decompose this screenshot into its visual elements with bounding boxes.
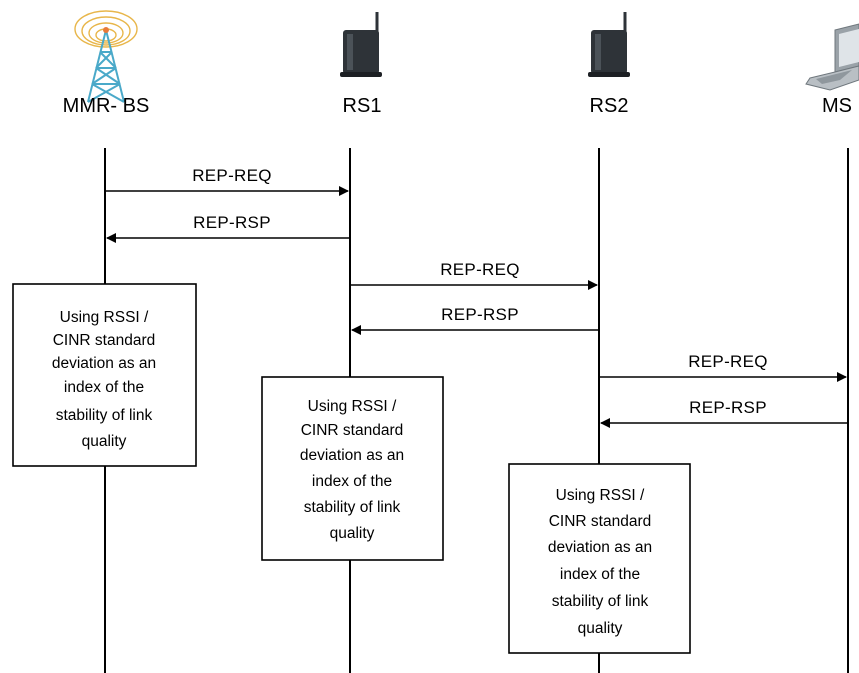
note-box-mmr-bs: Using RSSI / CINR standard deviation as … [12, 283, 197, 467]
antenna-tower-icon [74, 10, 138, 103]
note-box-rs1: Using RSSI / CINR standard deviation as … [261, 376, 444, 561]
note-line: Using RSSI / [60, 309, 149, 326]
message-rep-rsp-1: REP-RSP [106, 213, 350, 243]
message-rep-rsp-3: REP-RSP [600, 398, 848, 428]
message-label: REP-REQ [688, 352, 768, 371]
note-line: CINR standard [53, 332, 156, 349]
note-line: CINR standard [549, 513, 652, 530]
message-rep-req-1: REP-REQ [105, 166, 349, 196]
message-label: REP-RSP [441, 305, 519, 324]
note-line: index of the [560, 566, 640, 583]
message-rep-req-2: REP-REQ [350, 260, 598, 290]
note-line: deviation as an [300, 447, 404, 464]
relay-station-icon [588, 12, 630, 77]
entity-label-ms: MS [822, 95, 852, 117]
note-line: deviation as an [52, 355, 156, 372]
note-line: quality [82, 433, 127, 450]
message-label: REP-REQ [192, 166, 272, 185]
message-rep-req-3: REP-REQ [599, 352, 847, 382]
note-line: deviation as an [548, 539, 652, 556]
note-line: stability of link [552, 593, 649, 610]
message-label: REP-RSP [689, 398, 767, 417]
note-line: Using RSSI / [308, 398, 397, 415]
relay-station-icon [340, 12, 382, 77]
laptop-icon [805, 23, 859, 91]
note-line: quality [330, 525, 375, 542]
note-line: Using RSSI / [556, 487, 645, 504]
message-label: REP-RSP [193, 213, 271, 232]
note-line: quality [578, 620, 623, 637]
message-rep-rsp-2: REP-RSP [351, 305, 599, 335]
entity-label-rs1: RS1 [343, 95, 382, 117]
message-label: REP-REQ [440, 260, 520, 279]
entity-label-rs2: RS2 [590, 95, 629, 117]
note-line: index of the [64, 379, 144, 396]
note-line: index of the [312, 473, 392, 490]
note-line: CINR standard [301, 422, 404, 439]
entity-label-mmr-bs: MMR- BS [63, 95, 150, 117]
note-line: stability of link [304, 499, 401, 516]
note-line: stability of link [56, 407, 153, 424]
note-box-rs2: Using RSSI / CINR standard deviation as … [508, 463, 691, 654]
